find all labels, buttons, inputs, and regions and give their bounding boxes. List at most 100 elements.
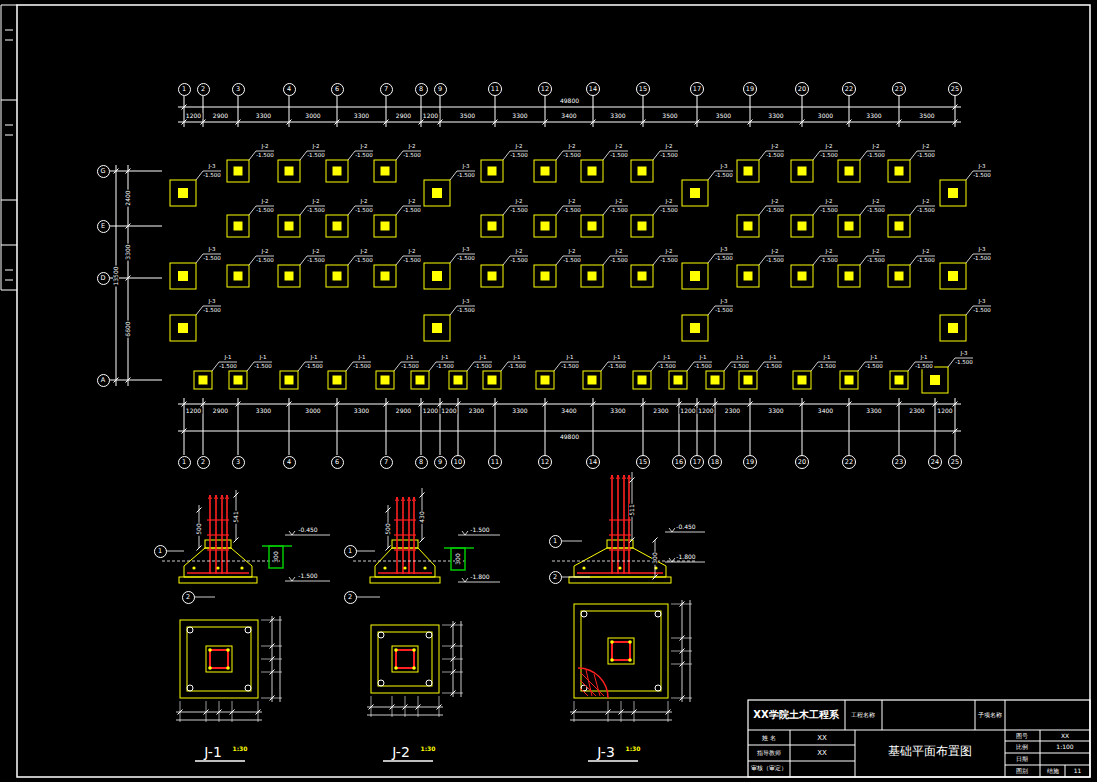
footing-outline bbox=[374, 160, 396, 182]
dim-tick bbox=[653, 575, 658, 580]
callout-number: 1 bbox=[549, 535, 562, 548]
footing-outline bbox=[534, 265, 556, 287]
dim-tick bbox=[897, 120, 902, 125]
dim-tick bbox=[256, 710, 261, 715]
dim-tick bbox=[606, 710, 611, 715]
axis-number: 25 bbox=[951, 459, 959, 466]
footing-mark: J-2 bbox=[261, 249, 270, 255]
dimension: 3300 bbox=[767, 408, 784, 414]
footing-outline bbox=[581, 265, 603, 287]
footing-outline bbox=[483, 371, 501, 389]
leader-line bbox=[450, 171, 475, 180]
axis-number: 16 bbox=[675, 459, 683, 466]
rebar-dot bbox=[208, 648, 212, 652]
extension-line bbox=[715, 398, 716, 455]
leader-line bbox=[196, 306, 221, 315]
elevation-mark bbox=[669, 528, 675, 532]
table-rule bbox=[748, 761, 855, 762]
footing-mark: J-3 bbox=[978, 164, 987, 170]
axis-bubble: 11 bbox=[488, 82, 502, 96]
callout-circle bbox=[245, 627, 251, 633]
section-title: J-2 bbox=[391, 745, 411, 759]
elevation: -1.500 bbox=[354, 258, 374, 264]
footing-mark: J-1 bbox=[479, 355, 488, 361]
rebar-dot bbox=[208, 666, 212, 670]
footing-outline bbox=[424, 315, 450, 341]
pedestal bbox=[285, 167, 293, 175]
leader-line bbox=[348, 206, 373, 215]
pedestal bbox=[179, 272, 188, 281]
dim-tick bbox=[800, 402, 805, 407]
bubble-circle bbox=[893, 456, 906, 469]
elevation: -1.500 bbox=[819, 258, 839, 264]
table-cell: 11 bbox=[1073, 768, 1083, 774]
dim-tick bbox=[270, 696, 275, 701]
bubble-circle bbox=[283, 456, 295, 468]
footing-mark: J-1 bbox=[513, 355, 522, 361]
rebar-end bbox=[413, 497, 416, 501]
bubble-circle bbox=[587, 456, 600, 469]
leader-line bbox=[166, 551, 184, 552]
extension-line bbox=[289, 398, 290, 455]
axis-bubble: 3 bbox=[232, 83, 245, 96]
footing-mark: J-3 bbox=[720, 299, 729, 305]
section-title: J-3 bbox=[596, 745, 616, 759]
bubble-circle bbox=[843, 83, 856, 96]
dim-tick bbox=[197, 546, 202, 551]
binding-mark bbox=[5, 125, 13, 126]
footing-mark: J-2 bbox=[825, 199, 834, 205]
elevation: -1.500 bbox=[306, 153, 326, 159]
footing-mark: J-2 bbox=[312, 249, 321, 255]
binding-strip bbox=[1, 5, 17, 6]
axis-bubble: 4 bbox=[283, 83, 296, 96]
axis-bubble: A bbox=[97, 374, 110, 387]
rebar-hatch bbox=[594, 674, 600, 696]
elevation: -1.500 bbox=[402, 153, 422, 159]
bubble-circle bbox=[691, 456, 704, 469]
footing-plan bbox=[180, 620, 258, 698]
elevation: -1.500 bbox=[819, 208, 839, 214]
elevation: -1.500 bbox=[866, 258, 886, 264]
callout-circle bbox=[378, 632, 384, 638]
dim-tick bbox=[114, 378, 119, 383]
elevation: -1.500 bbox=[507, 364, 527, 370]
sheet-border bbox=[17, 5, 1090, 777]
pedestal bbox=[895, 376, 903, 384]
bubble-circle bbox=[182, 591, 194, 603]
footing-mark: J-1 bbox=[310, 355, 319, 361]
elevation: -1.500 bbox=[659, 153, 679, 159]
dimension: 2900 bbox=[212, 113, 229, 119]
axis-number: 22 bbox=[845, 459, 853, 466]
elevation: -1.500 bbox=[916, 153, 936, 159]
axis-bubble: 2 bbox=[197, 83, 210, 96]
axis-number: 3 bbox=[236, 459, 240, 466]
rebar-end bbox=[221, 495, 224, 499]
footing-outline bbox=[682, 263, 708, 289]
elevation: -0.450 bbox=[675, 524, 696, 530]
axis-bubble: 19 bbox=[743, 82, 757, 96]
dim-line bbox=[178, 122, 961, 123]
table-cell: 子项名称 bbox=[977, 712, 1003, 718]
axis-number: 8 bbox=[419, 86, 423, 93]
elevation-mark bbox=[669, 558, 675, 562]
leader-line bbox=[813, 151, 838, 160]
stirrup bbox=[609, 519, 631, 520]
table-rule bbox=[748, 745, 855, 746]
elevation: -1.500 bbox=[866, 208, 886, 214]
axis-number: 23 bbox=[895, 86, 903, 93]
extension-line bbox=[593, 398, 594, 455]
axis-bubble: 8 bbox=[415, 456, 428, 469]
dim-tick bbox=[230, 710, 235, 715]
footing-mark: J-1 bbox=[259, 355, 268, 361]
pedestal bbox=[234, 272, 242, 280]
axis-bubble: 1 bbox=[178, 83, 191, 96]
elevation: -0.450 bbox=[297, 527, 318, 533]
bottom-rebar bbox=[378, 572, 432, 574]
elevation: -1.500 bbox=[819, 153, 839, 159]
dim-tick bbox=[695, 402, 700, 407]
leader-line bbox=[860, 206, 885, 215]
elevation: -1.500 bbox=[304, 364, 324, 370]
axis-number: 1 bbox=[348, 548, 352, 555]
footing-outline bbox=[374, 265, 396, 287]
